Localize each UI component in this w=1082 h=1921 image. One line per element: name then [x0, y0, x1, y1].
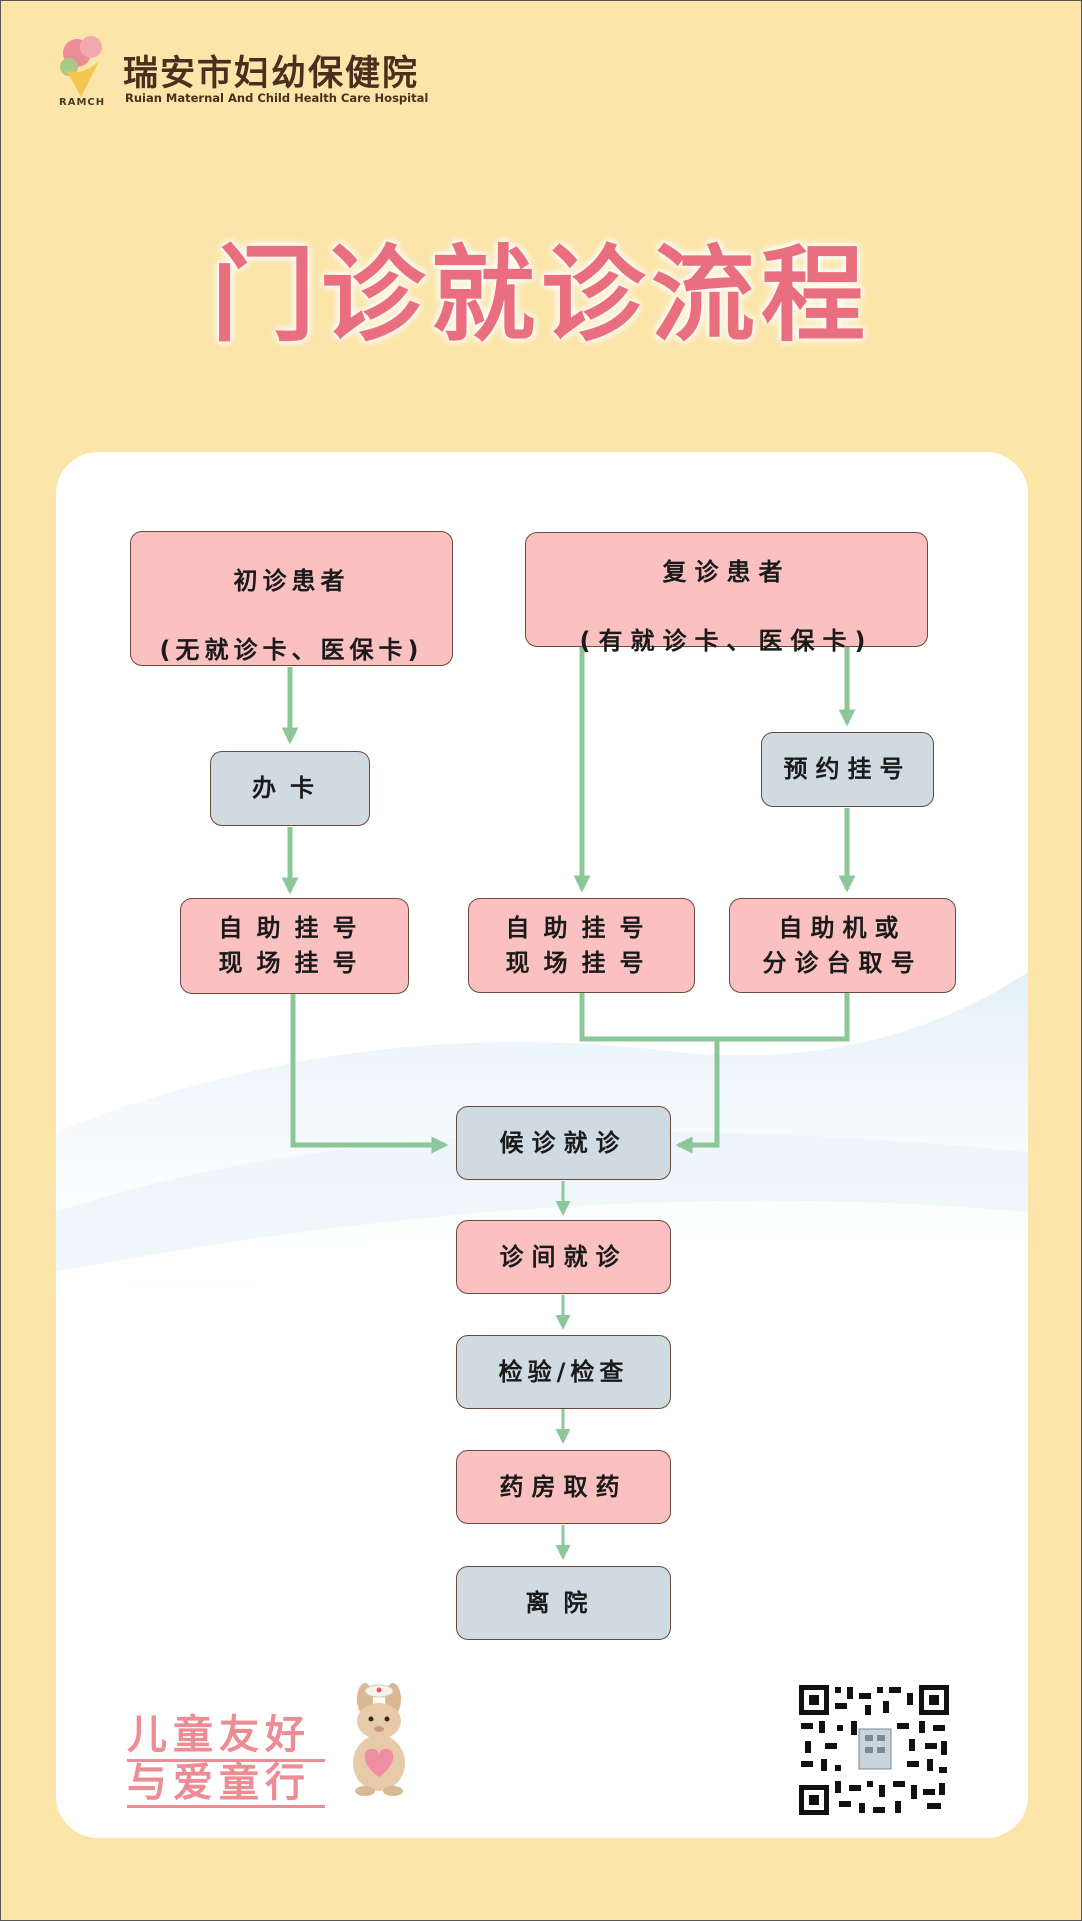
first-visit-patient-box: 初诊患者 (无就诊卡、医保卡)	[130, 531, 453, 666]
leave-box: 离院	[456, 1566, 671, 1640]
self-register-left-label: 自助挂号 现场挂号	[218, 914, 371, 977]
hospital-name-en: Ruian Maternal And Child Health Care Hos…	[125, 91, 429, 105]
leave-label: 离院	[525, 1588, 602, 1617]
slogan-underline-1	[127, 1759, 325, 1762]
appointment-box: 预约挂号	[761, 732, 934, 807]
examination-box: 检验/检查	[456, 1335, 671, 1409]
mascot-icon	[353, 1683, 405, 1796]
return-visit-title: 复诊患者	[662, 557, 791, 586]
hospital-logo-icon	[60, 36, 102, 97]
self-register-left-box: 自助挂号 现场挂号	[180, 898, 409, 994]
waiting-box: 候诊就诊	[456, 1106, 671, 1180]
hospital-abbr: RAMCH	[59, 97, 106, 108]
card-application-box: 办卡	[210, 751, 370, 826]
qr-code-icon	[799, 1685, 949, 1815]
slogan-line-2: 与爱童行	[127, 1760, 311, 1806]
slogan-underline-2	[127, 1805, 325, 1808]
slogan-line-1: 儿童友好	[127, 1712, 311, 1758]
page-title: 门诊就诊流程	[210, 234, 871, 356]
consultation-box: 诊间就诊	[456, 1220, 671, 1294]
ticket-pickup-label: 自助机或 分诊台取号	[762, 913, 923, 977]
hospital-name-cn: 瑞安市妇幼保健院	[123, 54, 420, 94]
pharmacy-label: 药房取药	[499, 1472, 628, 1501]
pharmacy-box: 药房取药	[456, 1450, 671, 1524]
self-register-mid-box: 自助挂号 现场挂号	[468, 898, 695, 993]
waiting-label: 候诊就诊	[499, 1128, 628, 1157]
examination-label: 检验/检查	[498, 1357, 629, 1386]
first-visit-title: 初诊患者	[233, 566, 350, 595]
appointment-label: 预约挂号	[783, 755, 912, 784]
ticket-pickup-box: 自助机或 分诊台取号	[729, 898, 956, 993]
slogan: 儿童友好 与爱童行	[127, 1711, 311, 1807]
self-register-mid-label: 自助挂号 现场挂号	[505, 913, 658, 977]
return-visit-patient-box: 复诊患者 (有就诊卡、医保卡)	[525, 532, 928, 655]
first-visit-note: (无就诊卡、医保卡)	[159, 636, 424, 665]
return-visit-note: (有就诊卡、医保卡)	[579, 627, 874, 656]
consultation-label: 诊间就诊	[499, 1242, 628, 1271]
card-application-label: 办卡	[252, 774, 328, 803]
